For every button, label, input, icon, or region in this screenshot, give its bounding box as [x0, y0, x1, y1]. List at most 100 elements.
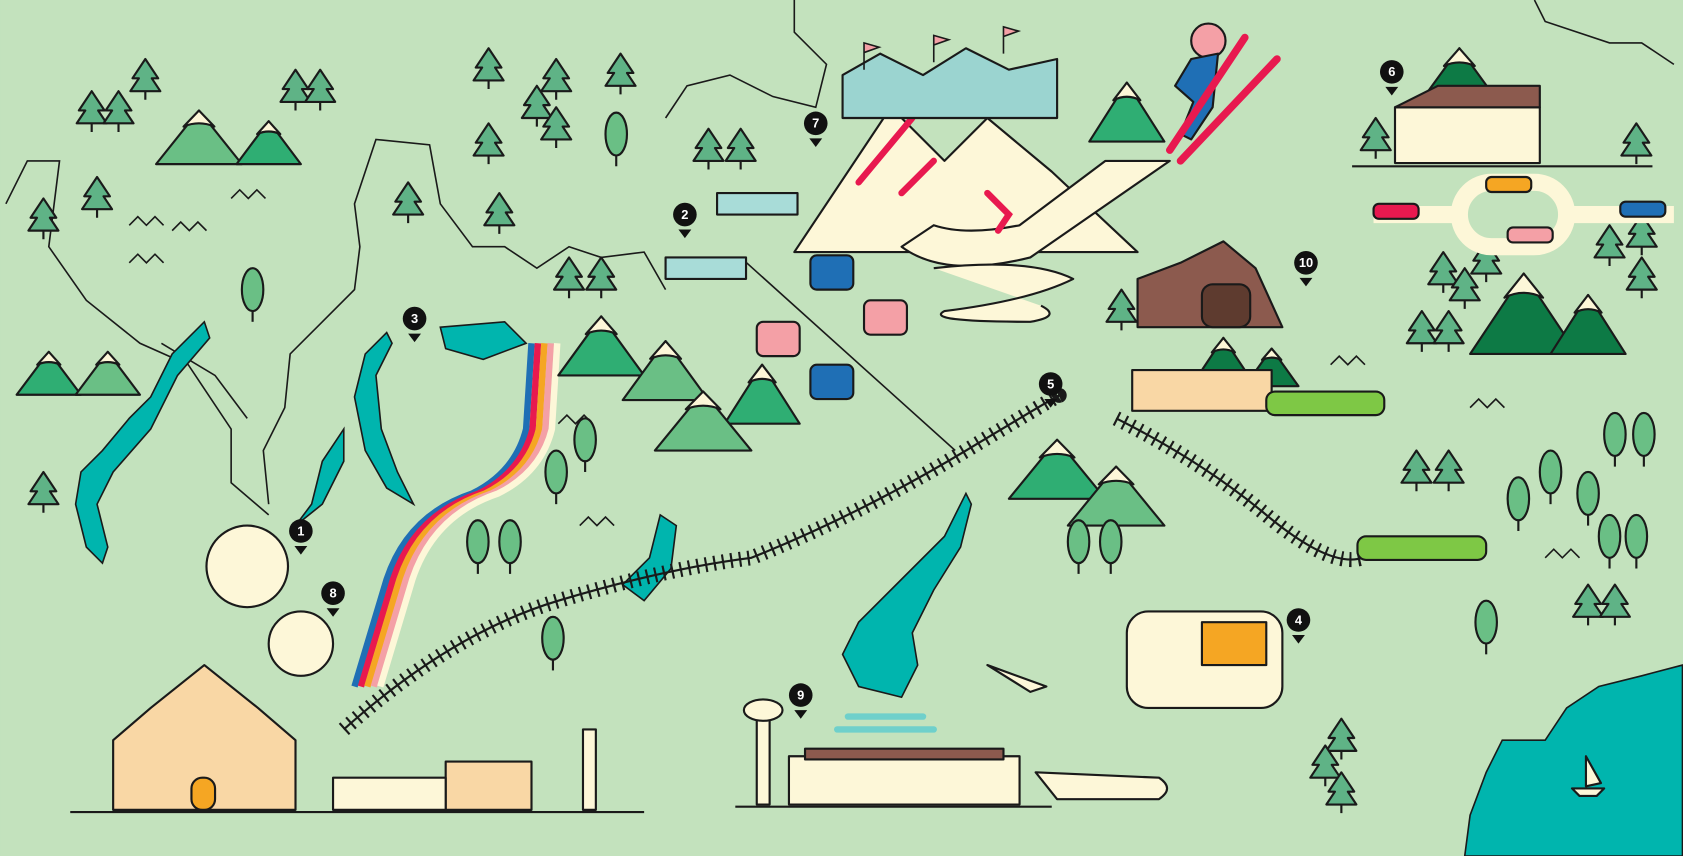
- mountain-body: [653, 390, 753, 452]
- ski-jumper-body: [1174, 52, 1220, 141]
- pine-tree: [1448, 267, 1481, 309]
- round-tree: [1098, 519, 1123, 565]
- flag: [1002, 25, 1022, 54]
- map-marker-3[interactable]: 3: [402, 306, 427, 343]
- round-tree: [573, 417, 597, 463]
- marker-pointer-icon: [809, 138, 823, 147]
- marker-pin-icon: [788, 683, 813, 707]
- cable-car-gondola: [809, 363, 855, 401]
- car: [1485, 175, 1533, 194]
- snow-cap: [1112, 81, 1142, 102]
- map-marker-5[interactable]: 5: [1038, 372, 1063, 408]
- round-tree: [1603, 411, 1627, 457]
- round-tree: [1506, 476, 1531, 522]
- lake: [439, 320, 528, 361]
- mountain: [74, 350, 142, 396]
- stadium-field: [1200, 621, 1268, 667]
- mountain-body: [15, 350, 83, 396]
- map-marker-9[interactable]: 9: [788, 683, 813, 719]
- snow-cap: [649, 340, 683, 360]
- snow-cap: [1573, 293, 1603, 314]
- pine-tree: [472, 122, 505, 165]
- mountain-body: [154, 109, 243, 166]
- marker-pin-icon: [402, 306, 427, 331]
- round-tree: [1066, 519, 1091, 565]
- marker-pointer-icon: [1292, 635, 1305, 644]
- airplane: [1034, 771, 1169, 801]
- mountain-body: [1007, 438, 1107, 500]
- pine-tree: [1309, 744, 1342, 787]
- pine-tree: [304, 68, 337, 111]
- round-tree: [1632, 411, 1656, 457]
- pine-tree: [1625, 256, 1658, 299]
- lake: [841, 491, 973, 699]
- round-tree: [240, 267, 265, 313]
- ski-jump-ramp: [900, 159, 1171, 268]
- train: [1265, 390, 1386, 417]
- map-marker-2[interactable]: 2: [673, 202, 697, 239]
- pine-tree: [1571, 583, 1605, 626]
- marker-pointer-icon: [794, 710, 808, 719]
- marker-pin-icon: [803, 111, 828, 136]
- map-marker-7[interactable]: 7: [803, 111, 828, 147]
- marker-label: 9: [797, 687, 804, 702]
- snow-cap: [1260, 347, 1283, 361]
- pine-tree: [692, 127, 725, 170]
- hill-squiggle: [557, 413, 594, 425]
- mountain-body: [557, 315, 646, 377]
- marker-label: 8: [329, 585, 336, 600]
- scenery: [15, 22, 1658, 814]
- round-tree: [1576, 470, 1600, 516]
- hill-squiggle: [1544, 548, 1581, 559]
- map-marker-6[interactable]: 6: [1379, 60, 1404, 96]
- map-marker-8[interactable]: 8: [321, 581, 345, 617]
- pine-tree: [1105, 288, 1138, 331]
- snow-cap: [256, 120, 282, 136]
- round-tree: [1474, 599, 1498, 645]
- pine-tree: [1470, 240, 1503, 283]
- marker-pointer-icon: [1299, 277, 1313, 287]
- pine-tree: [1593, 224, 1626, 267]
- mountain: [15, 350, 83, 396]
- marker-pin-icon: [1379, 60, 1404, 84]
- mountain-body: [1549, 293, 1627, 356]
- hill-squiggle: [171, 220, 208, 232]
- marker-pin-icon: [1294, 251, 1318, 275]
- round-tree: [498, 519, 522, 565]
- airplane-taking-off: [986, 663, 1048, 693]
- mountain-body: [723, 363, 801, 425]
- map-marker-4[interactable]: 4: [1286, 608, 1311, 644]
- landmarks: [70, 25, 1674, 814]
- car: [1619, 200, 1667, 218]
- marker-label: 6: [1388, 64, 1395, 79]
- pine-tree: [483, 192, 516, 234]
- mountain-body: [621, 340, 710, 402]
- flag: [932, 34, 952, 63]
- pine-tree: [80, 175, 114, 218]
- snow-cap: [36, 350, 62, 366]
- snow-cap: [1097, 465, 1135, 486]
- river: [833, 713, 937, 733]
- mountain: [621, 340, 710, 402]
- hill-squiggle: [128, 215, 165, 227]
- railway-station: [1131, 369, 1273, 412]
- cathedral: [112, 663, 297, 811]
- round-tree: [1624, 513, 1649, 559]
- pine-tree: [129, 57, 162, 100]
- ski-jumper-helmet: [1190, 22, 1227, 59]
- snow-cap: [1210, 336, 1237, 354]
- map-marker-1[interactable]: 1: [289, 519, 313, 555]
- border-line: [5, 160, 270, 516]
- snow-cap: [1442, 47, 1476, 68]
- round-tree: [541, 615, 565, 661]
- marker-label: 7: [812, 116, 819, 131]
- marker-pin-icon: [289, 519, 313, 543]
- mountain-body: [235, 120, 302, 166]
- pine-tree: [27, 470, 60, 513]
- pine-tree: [520, 84, 553, 127]
- pine-tree: [1325, 771, 1358, 814]
- snow-cap: [1503, 272, 1545, 299]
- map-marker-10[interactable]: 10: [1294, 251, 1318, 287]
- pine-tree: [1598, 583, 1631, 626]
- pine-tree: [724, 127, 757, 170]
